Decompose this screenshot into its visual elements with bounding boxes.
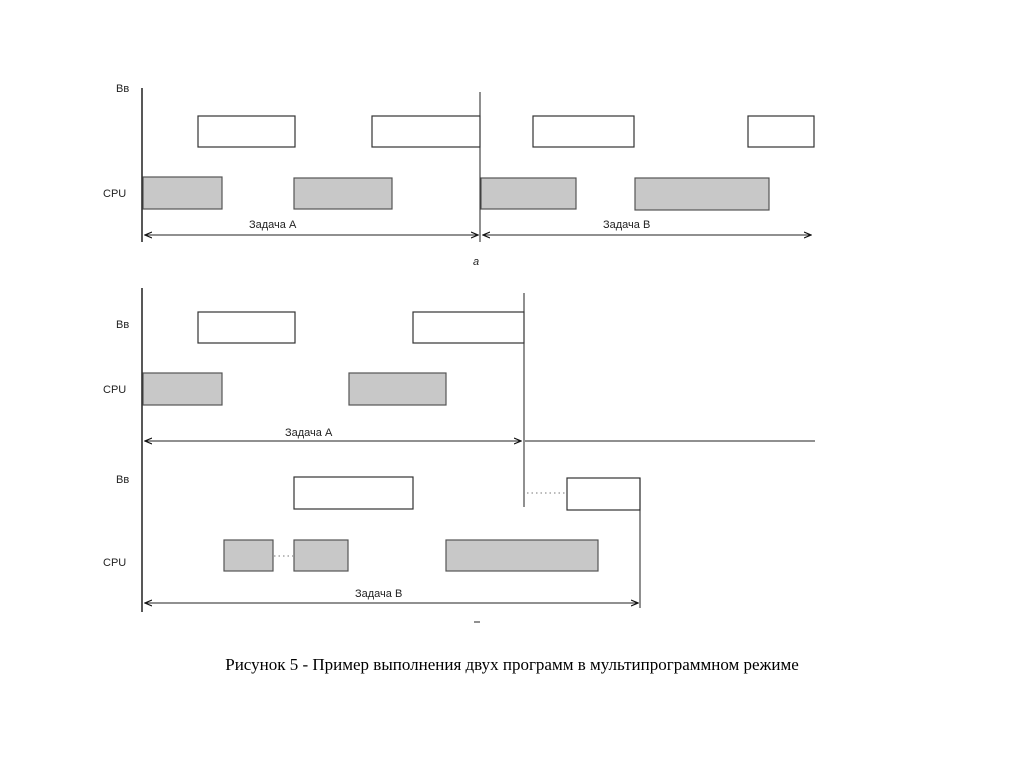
cpu-block — [348, 372, 447, 406]
panel-a-cpu-label: CPU — [103, 188, 126, 200]
cpu-block — [223, 539, 274, 572]
panel-b-task-a-label: Задача A — [285, 427, 333, 439]
panel-b-io-label-a: Вв — [116, 319, 129, 331]
io-block — [412, 311, 525, 344]
panel-a-task-b-label: Задача B — [603, 219, 650, 231]
figure-caption: Рисунок 5 - Пример выполнения двух прогр… — [225, 655, 799, 674]
panel-b-cpu-label-a: CPU — [103, 384, 126, 396]
cpu-block — [142, 372, 223, 406]
cpu-block — [293, 177, 393, 210]
io-block — [293, 476, 414, 510]
cpu-block — [480, 177, 577, 210]
panel-b-task-b-label: Задача B — [355, 588, 402, 600]
panel-b-cpu-label-b: CPU — [103, 557, 126, 569]
io-block — [532, 115, 635, 148]
panel-a-io-label: Вв — [116, 83, 129, 95]
cpu-block — [445, 539, 599, 572]
panel-b: Вв CPU Задача A Вв CPU Задача B — [103, 288, 815, 623]
io-block — [197, 311, 296, 344]
panel-b-io-label-b: Вв — [116, 474, 129, 486]
cpu-block — [142, 176, 223, 210]
io-block — [566, 477, 641, 511]
panel-a-task-a-label: Задача A — [249, 219, 297, 231]
cpu-block — [634, 177, 770, 211]
panel-a-sublabel: а — [473, 256, 479, 268]
cpu-block — [293, 539, 349, 572]
io-block — [197, 115, 296, 148]
panel-a: Вв CPU Задача A Задача B а — [103, 83, 815, 268]
io-block — [371, 115, 481, 148]
io-block — [747, 115, 815, 148]
